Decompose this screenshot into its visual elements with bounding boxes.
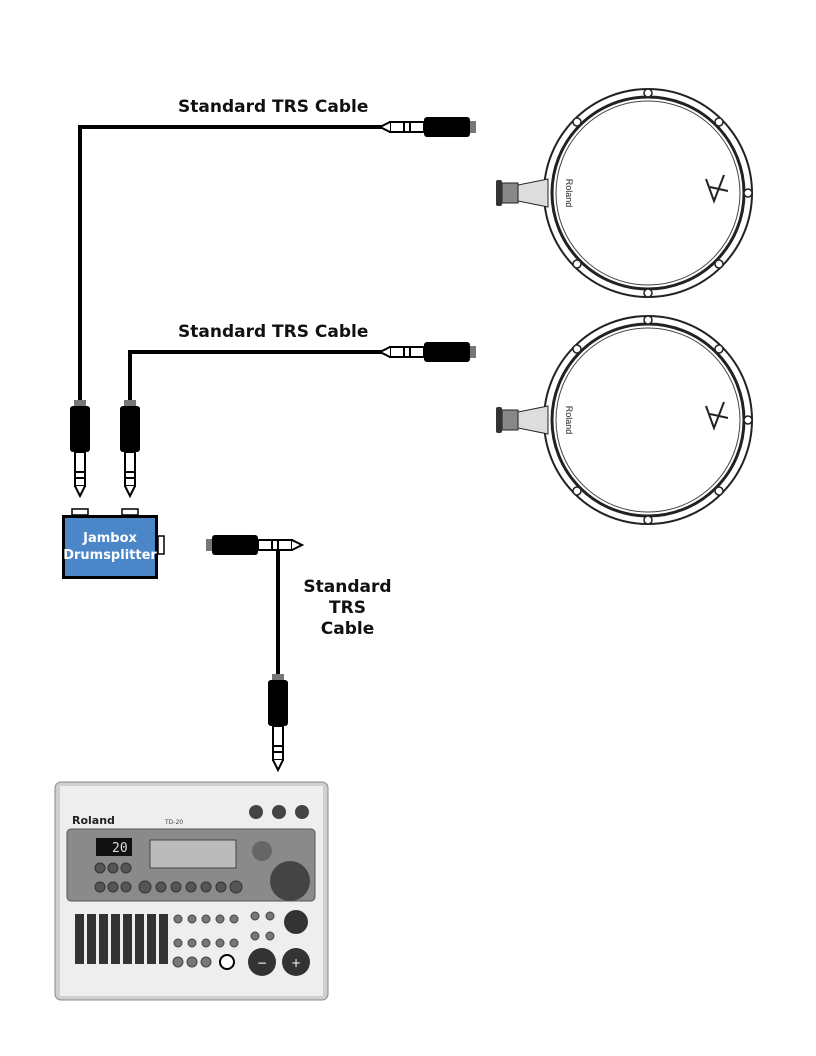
cable-label-2: Standard TRS Cable — [178, 322, 369, 342]
module-brand: Roland — [72, 814, 115, 827]
cable-label-1: Standard TRS Cable — [178, 97, 369, 117]
cable-label-line: Cable — [320, 619, 375, 639]
drum-module: Roland TD-20 20 − + — [54, 781, 329, 1001]
pad-brand: Roland — [564, 179, 574, 208]
splitter-label-line: Drumsplitter — [63, 548, 157, 563]
jack-plug-icon — [379, 341, 477, 363]
pad-brand: Roland — [564, 406, 574, 435]
cable-label-line: TRS — [329, 598, 366, 618]
module-display: 20 — [112, 841, 128, 856]
cable-2 — [128, 350, 424, 402]
svg-text:−: − — [257, 956, 267, 970]
jack-plug-icon — [267, 673, 289, 771]
svg-text:+: + — [291, 956, 301, 970]
jack-plug-icon — [69, 399, 91, 497]
jack-plug-icon — [119, 399, 141, 497]
jack-plug-icon — [379, 116, 477, 138]
jack-plug-icon — [205, 534, 303, 556]
drum-pad-2 — [494, 314, 754, 526]
drum-pad-1 — [494, 87, 754, 299]
module-model: TD-20 — [164, 819, 183, 826]
splitter-label-line: Jambox — [83, 531, 137, 546]
cable-label-line: Standard — [303, 577, 392, 597]
cable-1 — [78, 125, 424, 402]
cable-3 — [262, 543, 280, 676]
cable-label-3: Standard TRS Cable — [300, 577, 395, 640]
